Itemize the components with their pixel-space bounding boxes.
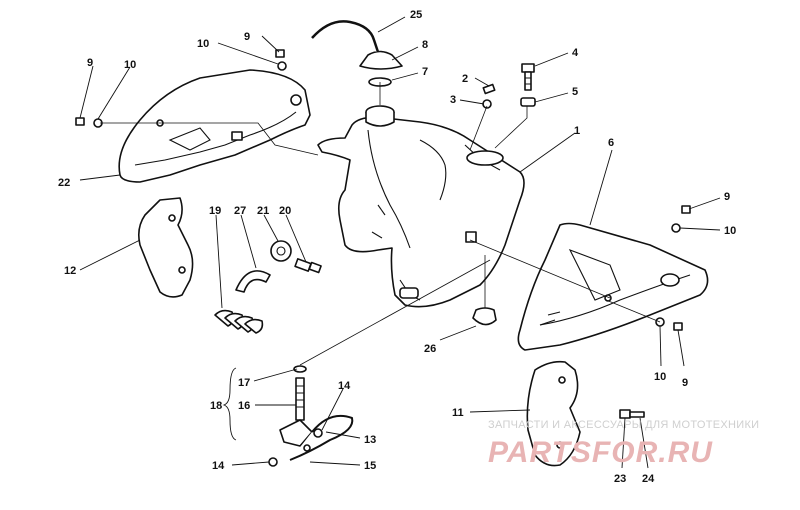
label-14-lower: 14 [212,460,225,472]
label-27: 27 [234,205,246,217]
assembly-lines [100,82,661,366]
label-9-left: 9 [87,57,93,69]
label-2: 2 [462,73,468,85]
label-7: 7 [422,66,428,78]
label-11: 11 [452,407,464,419]
label-26: 26 [424,343,436,355]
vent-hose-part-25 [311,20,380,53]
label-5: 5 [572,86,578,98]
label-8: 8 [422,39,428,51]
label-22: 22 [58,177,70,189]
label-20: 20 [279,205,291,217]
cap-part-8 [359,50,403,70]
label-9-top: 9 [244,31,250,43]
label-19: 19 [209,205,221,217]
label-16: 16 [238,400,250,412]
label-18: 18 [210,400,222,412]
label-12: 12 [64,265,76,277]
part-number-labels: 25 8 7 4 2 3 5 1 6 9 10 9 10 22 12 19 27… [58,9,736,485]
label-15: 15 [364,460,376,472]
fuel-tank [317,116,525,308]
label-9-right-top: 9 [724,191,730,203]
right-side-panel-part-6 [517,222,709,351]
label-10-right-top: 10 [724,225,736,237]
label-6: 6 [608,137,614,149]
label-17: 17 [238,377,250,389]
label-1: 1 [574,125,580,137]
fuel-tap-assembly [268,365,354,467]
bracket-part-11 [526,360,581,467]
spring-part-19 [214,309,264,334]
watermark-logo-text: PARTSFOR.RU [488,436,713,469]
rubber-pad-part-26 [472,307,497,326]
label-3: 3 [450,94,456,106]
label-10-right-bottom: 10 [654,371,666,383]
bracket-part-12 [138,197,194,298]
watermark: ЗАПЧАСТИ И АКСЕССУАРЫ ДЛЯ МОТОТЕХНИКИ PA… [488,419,759,469]
label-24: 24 [642,473,655,485]
label-4: 4 [572,47,579,59]
watermark-tagline: ЗАПЧАСТИ И АКСЕССУАРЫ ДЛЯ МОТОТЕХНИКИ [488,419,759,431]
screw-part-20 [294,258,322,274]
clip-part-27 [235,270,271,293]
grommet-part-21 [270,240,292,262]
label-13: 13 [364,434,376,446]
label-10-top: 10 [197,38,209,50]
label-23: 23 [614,473,626,485]
label-21: 21 [257,205,269,217]
left-side-panel-part-22 [118,69,311,183]
label-25: 25 [410,9,422,21]
label-9-right-bottom: 9 [682,377,688,389]
leader-lines [79,16,721,469]
label-14-upper: 14 [338,380,351,392]
label-10-left: 10 [124,59,136,71]
fasteners [75,49,691,419]
